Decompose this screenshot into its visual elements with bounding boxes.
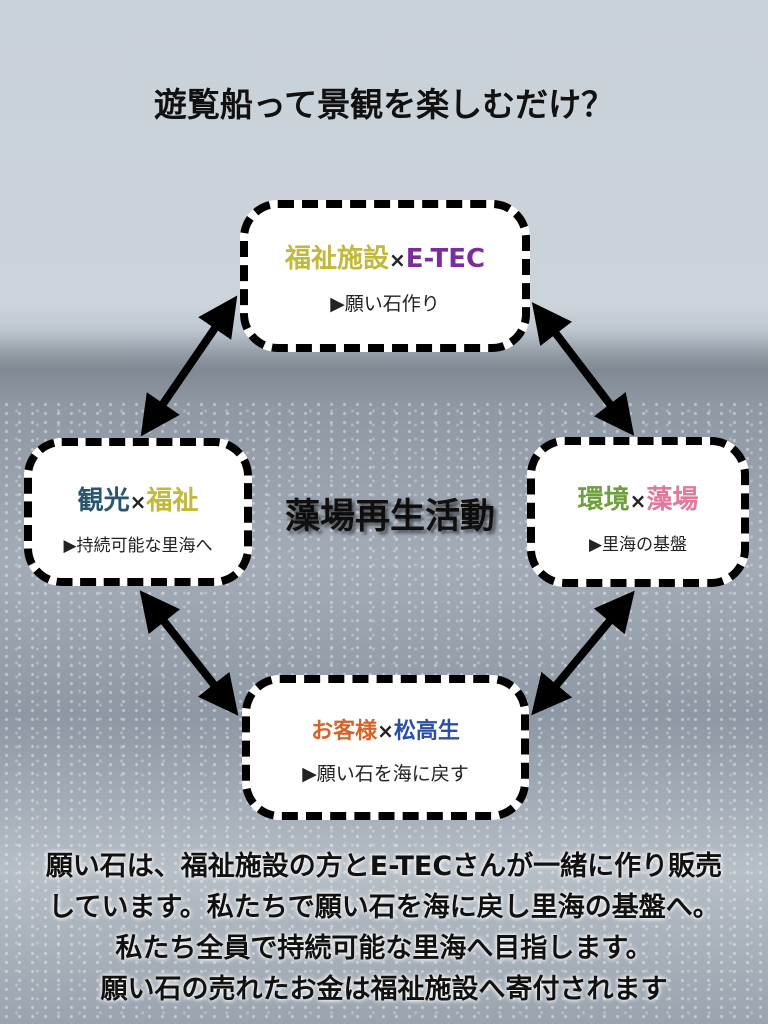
description-text: 願い石は、福祉施設の方とE-TECさんが一緒に作り販売 しています。私たちで願い… xyxy=(0,846,768,1010)
box-left-left-word: 観光 xyxy=(77,486,130,516)
box-bottom-left-word: お客様 xyxy=(311,719,378,744)
box-right-left-word: 環境 xyxy=(577,485,630,515)
description-line: 私たち全員で持続可能な里海へ目指します。 xyxy=(115,933,653,964)
box-top-right-word: E-TEC xyxy=(405,244,486,274)
double-arrow-top-left xyxy=(140,295,238,437)
times-sign: × xyxy=(629,489,647,513)
double-arrow-bottom-left xyxy=(139,590,239,716)
box-right-right-word: 藻場 xyxy=(646,485,699,515)
box-left-right-word: 福祉 xyxy=(146,486,199,516)
box-bottom-right-word: 松高生 xyxy=(393,719,460,744)
center-label-reflection: 藻場再生活動 xyxy=(284,501,495,522)
description-line: 願い石の売れたお金は福祉施設へ寄付されます xyxy=(100,974,668,1005)
box-environment-seaweed: 環境×藻場 ▶里海の基盤 xyxy=(527,437,749,587)
double-arrow-bottom-right xyxy=(531,590,635,716)
times-sign: × xyxy=(388,248,406,272)
box-tourism-welfare: 観光×福祉 ▶持続可能な里海へ xyxy=(24,438,252,586)
box-top-sub: ▶願い石作り xyxy=(330,293,440,315)
box-customers-students: お客様×松高生 ▶願い石を海に戻す xyxy=(242,675,529,820)
times-sign: × xyxy=(377,719,394,743)
box-welfare-etec: 福祉施設×E-TEC ▶願い石作り xyxy=(240,200,530,352)
page-title: 遊覧船って景観を楽しむだけ？ xyxy=(153,85,615,124)
description-line: しています。私たちで願い石を海に戻し里海の基盤へ。 xyxy=(48,892,720,923)
times-sign: × xyxy=(129,490,147,514)
box-left-sub: ▶持続可能な里海へ xyxy=(63,536,213,556)
center-label: 藻場再生活動 xyxy=(284,497,495,537)
description-line: 願い石は、福祉施設の方とE-TECさんが一緒に作り販売 xyxy=(45,851,723,882)
box-right-sub: ▶里海の基盤 xyxy=(588,535,688,555)
box-bottom-sub: ▶願い石を海に戻す xyxy=(302,763,469,785)
double-arrow-top-right xyxy=(531,302,635,436)
box-top-left-word: 福祉施設 xyxy=(284,244,389,274)
